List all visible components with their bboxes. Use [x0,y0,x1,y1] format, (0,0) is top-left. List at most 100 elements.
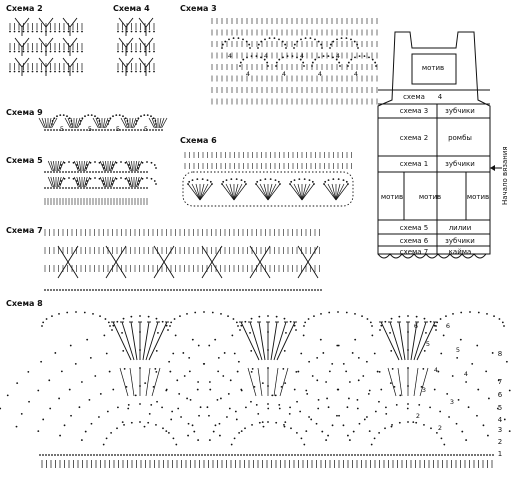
chain-dot [58,397,60,400]
chain-dot [240,324,243,327]
chain-dot [233,289,235,291]
chain-dot [143,289,145,291]
chain-dot [389,331,391,334]
chain-dot [47,171,49,173]
chain-dot [59,167,61,169]
chain-dot [371,325,373,327]
stitch-line [62,37,71,48]
chain-dot [92,289,94,291]
chain-dot [111,183,113,185]
chain-dot [285,47,287,49]
chain-dot [110,431,113,434]
chain-dot [313,183,315,185]
stitch-line [225,183,235,201]
chain-dot [148,30,151,33]
chain-dot [429,406,431,409]
chain-dot [81,117,84,120]
chain-dot [489,454,491,456]
chain-dot [36,50,38,53]
chain-dot [119,289,121,291]
chain-dot [318,56,320,59]
chain-dot [370,443,373,446]
chain-dot [378,370,381,373]
chain-dot [77,129,79,131]
chain-dot [373,352,376,355]
chain-dot [144,70,146,73]
chain-dot [407,315,409,317]
chain-dot [255,183,257,185]
chain-dot [188,356,191,359]
chain-dot [336,414,338,417]
chain-dot [260,56,262,59]
chain-dot [314,38,316,41]
chain-dot [168,454,170,456]
chain-dot [219,454,221,456]
chain-dot [197,439,200,441]
chain-dot [267,65,269,67]
garment-row-left-label: схема 2 [400,134,429,142]
chain-dot [113,129,115,131]
chain-dot [353,40,356,43]
chain-dot [56,171,58,173]
chain-dot [36,30,38,33]
chain-dot [293,179,296,181]
stitch-line [38,117,45,129]
chain-dot [13,70,16,73]
chain-dot [412,421,415,424]
chain-dot [354,56,356,59]
chain-dot [371,58,374,61]
chain-dot [59,187,61,189]
chain-dot [83,129,85,131]
stitch-line [301,183,315,201]
chain-dot [351,454,353,456]
chain-dot [399,454,401,456]
chain-dot [165,454,167,456]
chain-dot [169,325,171,327]
chain-dot [31,30,34,33]
chain-dot [251,289,253,291]
chain-dot [348,381,351,383]
chain-dot [423,423,425,426]
chain-dot [254,289,256,291]
chain-dot [300,352,303,355]
chain-dot [372,454,374,456]
stitch-line [249,261,261,279]
stitch-line [273,367,279,397]
chain-dot [86,129,88,131]
chain-dot [305,430,308,433]
chain-dot [188,289,190,291]
chain-dot [482,424,485,427]
chain-dot [148,412,151,415]
chain-dot [430,427,432,430]
chain-dot [275,421,278,424]
stitch-line [45,37,54,48]
scheme-3-number: 4 [264,52,268,60]
chain-dot [293,324,296,327]
chain-dot [86,338,89,341]
stitch-line [115,245,127,263]
chain-dot [275,289,277,291]
chain-dot [165,430,168,433]
chain-dot [433,388,436,391]
chain-dot [228,38,230,41]
chain-dot [83,187,85,189]
chain-dot [260,289,262,291]
chain-dot [440,352,443,355]
chain-dot [92,187,94,189]
chain-dot [125,187,127,189]
chain-dot [303,178,306,181]
chain-dot [317,398,320,401]
chain-dot [75,454,77,456]
garment-row-left-label: мотив [422,64,444,72]
chain-dot [308,416,310,418]
chain-dot [240,430,243,433]
stitch-line [58,160,62,172]
chain-dot [79,120,82,122]
scheme-9-number: 5 [88,125,92,133]
chain-dot [197,381,200,383]
chain-dot [66,115,68,118]
chain-dot [113,289,115,291]
chain-dot [278,407,281,410]
chain-dot [192,454,194,456]
